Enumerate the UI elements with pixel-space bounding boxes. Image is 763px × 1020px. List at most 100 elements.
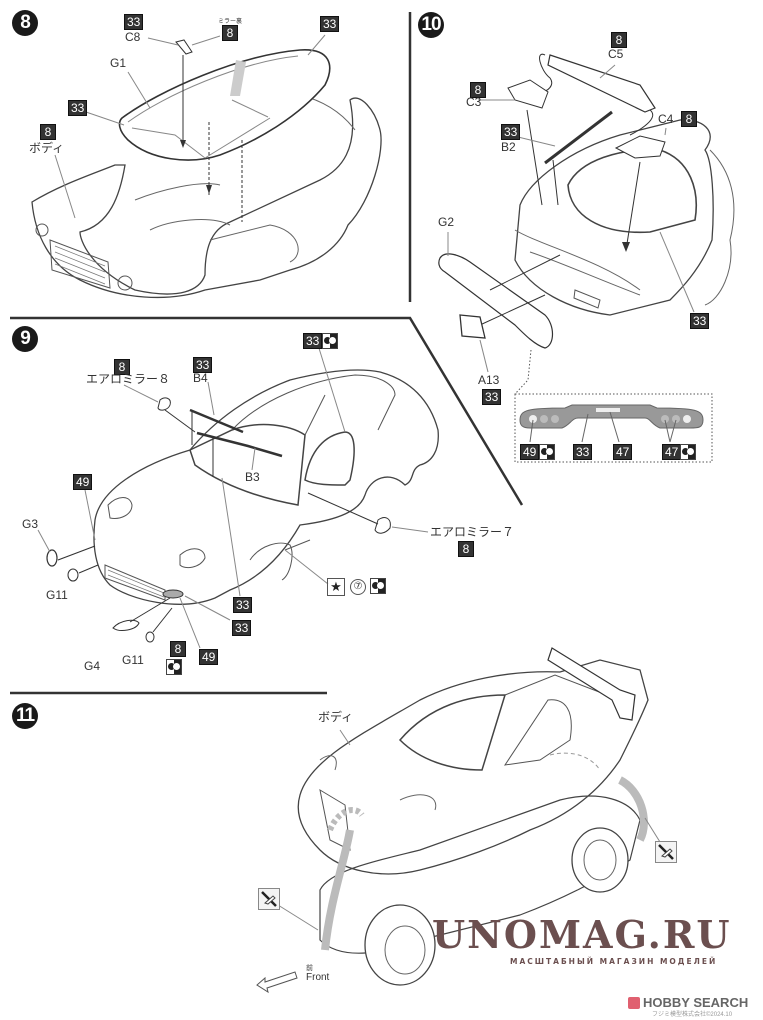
inset-leader-47 xyxy=(609,411,620,443)
front-strap xyxy=(321,829,354,951)
color-code-badge: 47 xyxy=(662,444,682,460)
part-label-body: ボディ xyxy=(318,710,354,724)
inset-leader-47c xyxy=(669,419,677,443)
semi-gloss-icon xyxy=(166,659,182,675)
window-pillar-shade xyxy=(230,60,246,96)
semi-gloss-icon xyxy=(680,444,696,460)
leader-b3 xyxy=(251,447,256,471)
color-code-badge: 33 xyxy=(573,444,593,460)
car-body-outline xyxy=(297,659,649,875)
inset-hole xyxy=(683,415,691,423)
step-9-number: 9 xyxy=(12,326,38,352)
inset-hole xyxy=(661,415,669,423)
rear-wheel xyxy=(571,827,629,893)
color-code-badge: 33 xyxy=(320,16,340,32)
spoiler-mount-c4 xyxy=(614,135,666,159)
leader-decal xyxy=(284,549,329,585)
arrow-mirror-7 xyxy=(307,492,379,525)
front-label-en: Front xyxy=(306,972,330,983)
headlight-cover-left xyxy=(107,497,133,519)
windshield xyxy=(189,423,306,506)
part-g11-b xyxy=(145,631,155,643)
arrow-g4 xyxy=(129,597,171,623)
arrow-c8-head xyxy=(180,140,186,148)
color-code-badge: 33 xyxy=(482,389,502,405)
front-light-lens xyxy=(162,589,184,599)
headlight-cover-right xyxy=(179,548,206,569)
leader-49-light xyxy=(179,597,201,649)
leader-33-left xyxy=(85,111,125,126)
spoiler-mount-c3 xyxy=(507,79,549,109)
front-clip-dashed xyxy=(327,807,365,832)
watermark-brand: UNOMAG.RU xyxy=(432,912,732,957)
wipers-b3-b4 xyxy=(189,408,283,458)
car-body-outline xyxy=(93,369,439,605)
front-wheel-hub xyxy=(384,925,426,975)
spoiler-connector-left xyxy=(539,53,553,93)
step-8-number: 8 xyxy=(12,10,38,36)
headlight-contours xyxy=(319,755,437,811)
color-code-badge: 33 xyxy=(233,597,253,613)
rear-clip-dashed xyxy=(549,752,601,771)
windshield xyxy=(398,694,507,771)
leader-49-headlight xyxy=(84,489,96,541)
arrow-g3 xyxy=(57,545,96,561)
step-10-number: 10 xyxy=(418,12,444,38)
leader-mirror-8 xyxy=(191,35,221,46)
grille-slats xyxy=(107,569,165,598)
part-label-c4: C4 xyxy=(658,112,674,126)
rear-diffuser-g2 xyxy=(438,253,554,349)
aero-mirror-8-part xyxy=(157,397,171,411)
front-wheel xyxy=(364,904,436,986)
inset-leader-33 xyxy=(581,413,589,443)
semi-gloss-icon xyxy=(370,578,386,594)
leader-body xyxy=(54,154,76,219)
leader-33-front xyxy=(221,477,241,597)
part-label-b3: B3 xyxy=(245,470,260,484)
copyright-text: フジミ模型株式会社©2024.10 xyxy=(652,1012,733,1018)
divider-9-10 xyxy=(10,316,524,506)
no-glue-icon xyxy=(258,888,280,910)
part-g4 xyxy=(112,619,140,631)
part-label-a13: A13 xyxy=(478,373,500,387)
front-grille xyxy=(319,788,351,851)
rear-fender xyxy=(704,149,735,306)
hobby-search-logo-icon xyxy=(628,997,640,1009)
color-code-badge: 33 xyxy=(124,14,144,30)
arrow-a13 xyxy=(479,294,546,326)
leader-a13 xyxy=(479,339,489,373)
part-label-b2: B2 xyxy=(501,140,516,154)
leader-33-top xyxy=(307,34,326,56)
inset-leader-49 xyxy=(529,419,534,443)
rear-strap xyxy=(617,776,648,842)
roof-lines xyxy=(231,374,396,436)
window-inner-frame xyxy=(127,55,299,159)
color-code-badge: 8 xyxy=(681,111,697,127)
body-inner-contours xyxy=(134,183,299,263)
color-code-badge: 49 xyxy=(520,444,540,460)
license-plate-area xyxy=(573,289,601,309)
leader-g1 xyxy=(127,71,151,109)
arrow-g11-b xyxy=(152,607,173,633)
arrow-b2 xyxy=(552,159,559,206)
rear-body-outline xyxy=(514,119,714,316)
part-label-g1: G1 xyxy=(110,56,127,70)
part-label-c3: C3 xyxy=(466,95,482,109)
arrow-c4-head xyxy=(622,242,630,252)
leader-mirror-8 xyxy=(123,384,159,403)
color-code-badge: 33 xyxy=(303,333,323,349)
mirror-part-c8 xyxy=(175,39,193,55)
rear-window xyxy=(567,149,697,234)
door-details xyxy=(249,539,311,581)
inset-hole xyxy=(551,415,559,423)
color-code-badge: 49 xyxy=(199,649,219,665)
arrow-c4 xyxy=(625,161,641,251)
license-plate-a13 xyxy=(459,314,486,339)
color-code-badge: 8 xyxy=(222,25,238,41)
part-label-g4: G4 xyxy=(84,659,101,673)
decal-star-icon: ★ xyxy=(327,578,345,596)
part-label-g11: G11 xyxy=(122,653,144,667)
part-label-body: ボディ xyxy=(29,141,65,155)
